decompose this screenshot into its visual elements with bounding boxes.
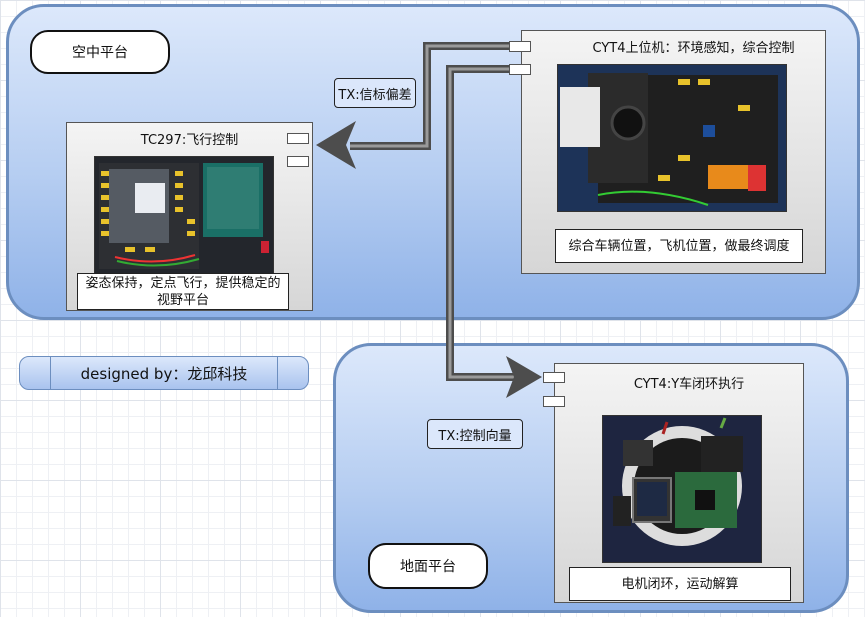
cyt4-host-caption: 综合车辆位置，飞机位置，做最终调度 [555, 229, 803, 263]
cyt4-car-port-2[interactable] [543, 396, 565, 407]
arrowhead-car [506, 356, 542, 398]
designed-by-text: designed by：龙邱科技 [50, 357, 278, 389]
cyt4-car-photo [602, 415, 762, 563]
cyt4-car-port-1[interactable] [543, 372, 565, 383]
cyt4-host-component[interactable]: CYT4上位机：环境感知，综合控制 综合车辆位置，飞机位置，做最终调度 [521, 30, 826, 274]
designed-by-badge: designed by：龙邱科技 [19, 356, 309, 390]
air-platform-label: 空中平台 [30, 30, 170, 74]
cyt4-car-title: CYT4:Y车闭环执行 [633, 377, 745, 392]
cyt4-host-port-2[interactable] [509, 64, 531, 75]
tc297-board-photo [94, 156, 274, 274]
tc297-caption: 姿态保持，定点飞行，提供稳定的视野平台 [77, 273, 289, 310]
edge-label-beacon-offset: TX:信标偏差 [334, 78, 416, 108]
tc297-title: TC297:飞行控制 [140, 133, 239, 148]
cyt4-car-caption: 电机闭环，运动解算 [569, 567, 791, 601]
tc297-port-2[interactable] [287, 156, 309, 167]
arrowhead-tc297 [316, 121, 356, 169]
cyt4-host-title: CYT4上位机：环境感知，综合控制 [592, 41, 795, 56]
arrow-host-to-car [446, 65, 515, 381]
tc297-port-1[interactable] [287, 133, 309, 144]
tc297-component[interactable]: TC297:飞行控制 姿态保持，定点飞行，提供稳定的视野平台 [66, 122, 313, 311]
edge-label-control-vector: TX:控制向量 [427, 419, 523, 449]
ground-platform-label: 地面平台 [368, 543, 488, 589]
cyt4-car-component[interactable]: CYT4:Y车闭环执行 电机闭环，运动解算 [554, 363, 804, 603]
cyt4-host-board-photo [557, 64, 787, 212]
cyt4-host-port-1[interactable] [509, 41, 531, 52]
